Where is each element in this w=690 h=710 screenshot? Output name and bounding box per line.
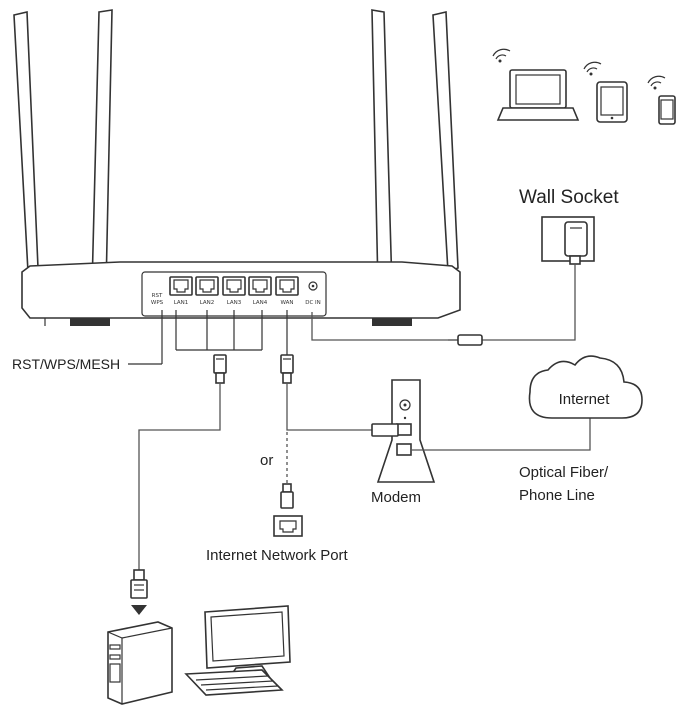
- rst-wps-mesh-callout: RST/WPS/MESH: [12, 310, 163, 372]
- computer-cable-plug: [130, 569, 148, 615]
- port-lan2[interactable]: LAN2: [195, 276, 219, 306]
- dc-in-port[interactable]: DC IN: [305, 281, 321, 306]
- internet-cloud-icon: [528, 355, 643, 419]
- modem-label: Modem: [371, 489, 421, 506]
- port-wan[interactable]: WAN: [275, 276, 299, 306]
- phone-icon: [647, 75, 676, 125]
- port-lan3[interactable]: LAN3: [222, 276, 246, 306]
- phone-line-label: Phone Line: [519, 487, 595, 504]
- tablet-icon: [583, 61, 628, 123]
- or-label: or: [260, 452, 273, 469]
- optical-fiber-label: Optical Fiber/: [519, 464, 609, 481]
- port-wan-label: WAN: [280, 300, 293, 306]
- lan-cable-plug: [213, 354, 227, 384]
- rst-wps-mesh-label: RST/WPS/MESH: [12, 356, 120, 372]
- internet-label: Internet: [559, 391, 611, 408]
- port-lan1-label: LAN1: [174, 300, 189, 306]
- wall-network-port-icon: [273, 515, 303, 537]
- antenna-right-outer: [432, 11, 459, 274]
- power-cable: [482, 264, 576, 341]
- port-lan1[interactable]: LAN1: [169, 276, 193, 306]
- router-power-cable: [311, 312, 448, 341]
- antenna-right-inner: [371, 9, 393, 289]
- modem-internet-line: [411, 418, 591, 451]
- keyboard-icon: [184, 669, 284, 696]
- dc-in-label: DC IN: [305, 300, 321, 306]
- port-lan2-label: LAN2: [200, 300, 215, 306]
- lan-cable: [138, 383, 221, 570]
- rst-wps-button[interactable]: RST WPS: [151, 293, 164, 306]
- arrow-down-icon: [131, 605, 147, 615]
- port-lan4[interactable]: LAN4: [248, 276, 272, 306]
- antenna-left-inner: [91, 9, 113, 289]
- laptop-icon: [492, 48, 580, 121]
- modem-icon: [371, 379, 436, 483]
- antenna-left-outer: [13, 11, 39, 274]
- monitor-icon: [204, 605, 291, 681]
- wps-label: WPS: [151, 300, 164, 306]
- wall-socket-label: Wall Socket: [519, 187, 619, 208]
- desktop-computer-icon: [107, 621, 173, 705]
- wan-cable-plug: [280, 354, 294, 384]
- wall-socket-icon: [541, 216, 595, 265]
- port-lan3-label: LAN3: [227, 300, 242, 306]
- rst-label: RST: [152, 293, 163, 299]
- internet-network-port-label: Internet Network Port: [206, 547, 349, 564]
- power-plug-icon: [448, 334, 483, 346]
- network-port-plug: [280, 483, 294, 509]
- wan-cable: [286, 310, 372, 484]
- port-lan4-label: LAN4: [253, 300, 268, 306]
- lan-bracket: [175, 310, 263, 351]
